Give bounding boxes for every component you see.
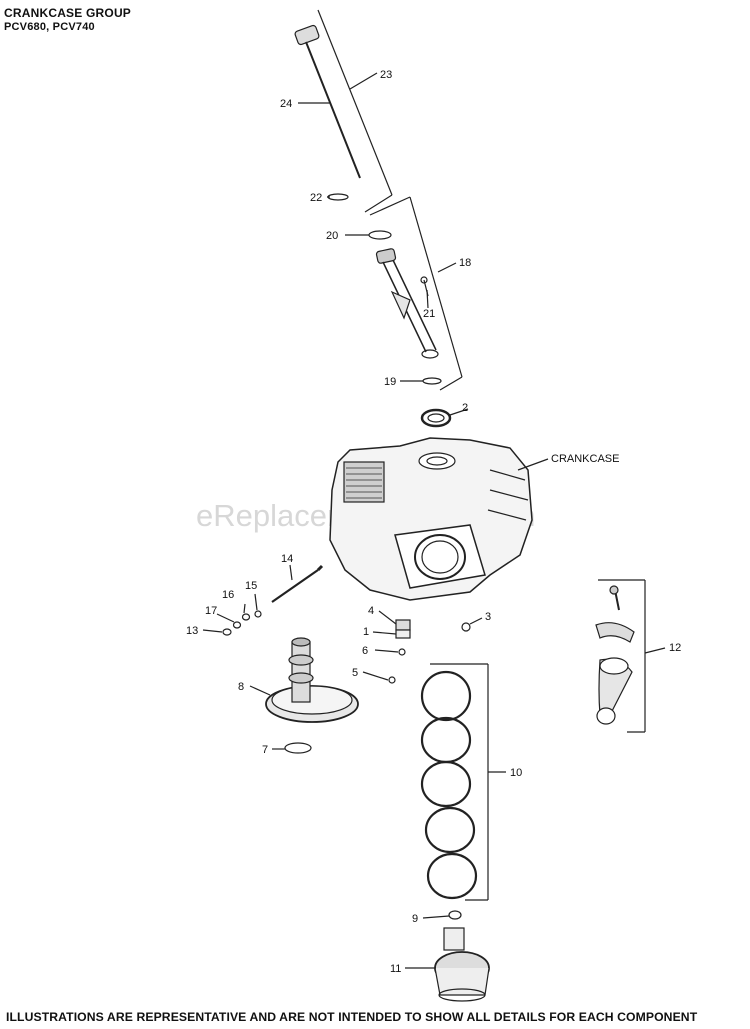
callout-6: 6 <box>362 645 368 657</box>
callout-4: 4 <box>368 605 374 617</box>
screw-5[interactable] <box>388 676 396 684</box>
governor-shaft-14[interactable] <box>271 564 324 603</box>
callout-13: 13 <box>186 625 198 637</box>
callout-20: 20 <box>326 230 338 242</box>
piston-rings-10[interactable] <box>420 670 478 900</box>
clip-17[interactable] <box>232 621 242 629</box>
fill-tube-18[interactable] <box>375 248 439 359</box>
callout-18: 18 <box>459 257 471 269</box>
callout-2: 2 <box>462 402 468 414</box>
camshaft-8[interactable] <box>265 637 359 723</box>
dipstick-part[interactable] <box>294 24 361 179</box>
crankcase-body[interactable] <box>329 437 533 601</box>
callout-22: 22 <box>310 192 322 204</box>
connecting-rod-12[interactable] <box>595 585 635 725</box>
shim-7[interactable] <box>284 742 312 754</box>
callout-21: 21 <box>423 308 435 320</box>
callout-17: 17 <box>205 605 217 617</box>
callout-1: 1 <box>363 626 369 638</box>
callout-crankcase: CRANKCASE <box>551 453 619 465</box>
callout-8: 8 <box>238 681 244 693</box>
callout-24: 24 <box>280 98 292 110</box>
breather-1[interactable] <box>395 629 411 639</box>
callout-14: 14 <box>281 553 293 565</box>
washer-13[interactable] <box>222 628 232 636</box>
breather-4[interactable] <box>395 619 411 631</box>
callout-15: 15 <box>245 580 257 592</box>
callout-3: 3 <box>485 611 491 623</box>
callout-10: 10 <box>510 767 522 779</box>
diagram-title: CRANKCASE GROUP <box>4 6 132 20</box>
oring-20[interactable] <box>368 230 392 240</box>
seal-16[interactable] <box>241 613 251 621</box>
callout-5: 5 <box>352 667 358 679</box>
callout-16: 16 <box>222 589 234 601</box>
oring-22[interactable] <box>327 193 349 201</box>
washer-15[interactable] <box>254 610 262 618</box>
oring-19[interactable] <box>422 377 442 385</box>
piston-11[interactable] <box>434 927 490 1002</box>
plug-3[interactable] <box>461 622 471 632</box>
callout-12: 12 <box>669 642 681 654</box>
callout-23: 23 <box>380 69 392 81</box>
disclaimer-footer: ILLUSTRATIONS ARE REPRESENTATIVE AND ARE… <box>6 1010 698 1024</box>
callout-11: 11 <box>390 963 401 975</box>
retainer-9[interactable] <box>448 910 462 920</box>
model-numbers: PCV680, PCV740 <box>4 21 95 33</box>
callout-7: 7 <box>262 744 268 756</box>
screw-6[interactable] <box>398 648 406 656</box>
oil-seal-2[interactable] <box>420 408 452 428</box>
callout-19: 19 <box>384 376 396 388</box>
callout-9: 9 <box>412 913 418 925</box>
